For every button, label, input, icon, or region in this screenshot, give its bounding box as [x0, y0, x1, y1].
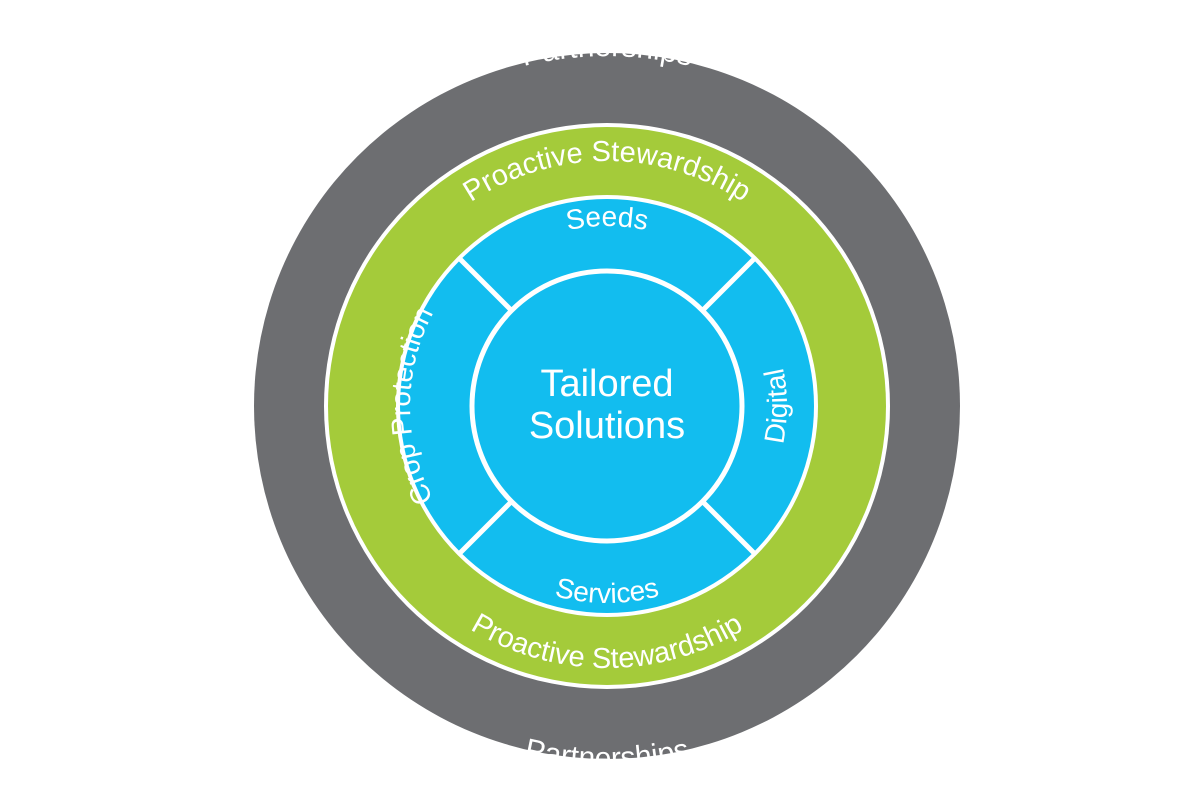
divider-bottom-left — [457, 500, 513, 556]
center-circle — [469, 268, 745, 544]
center-title-line1: Tailored — [540, 363, 673, 405]
divider-top-left — [457, 256, 513, 312]
segment-seeds-text: Seeds — [563, 201, 651, 236]
segment-dividers — [457, 256, 757, 556]
divider-top-right — [701, 256, 757, 312]
divider-bottom-right — [701, 500, 757, 556]
segment-seeds: Seeds — [563, 201, 651, 236]
center-title-line2: Solutions — [529, 405, 685, 447]
segment-digital: Digital — [758, 366, 793, 445]
segment-digital-text: Digital — [758, 366, 793, 445]
